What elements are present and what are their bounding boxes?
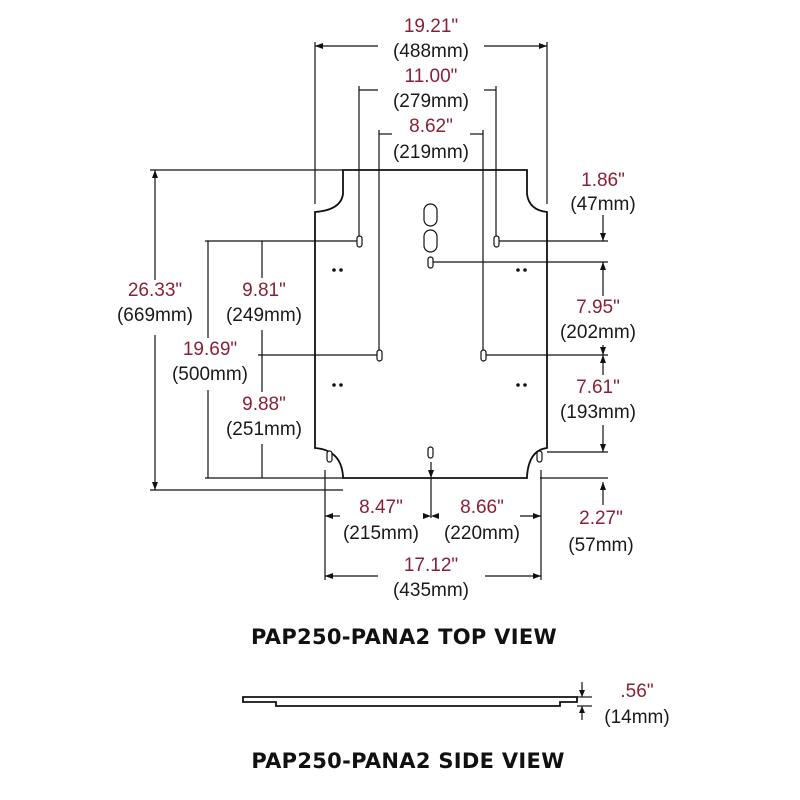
dimension-lines-right — [433, 215, 608, 505]
hole — [523, 268, 527, 272]
mount-slot — [536, 450, 543, 463]
mid-width-mm: (279mm) — [393, 91, 469, 112]
top-view-title: PAP250-PANA2 TOP VIEW — [251, 625, 557, 649]
hole — [523, 383, 527, 387]
thickness-in: .56" — [620, 681, 653, 702]
side-view-title: PAP250-PANA2 SIDE VIEW — [251, 749, 564, 773]
hole-span-lower-mm: (251mm) — [226, 419, 302, 440]
bottom-width-mm: (435mm) — [393, 580, 469, 601]
side-profile — [242, 696, 578, 707]
top-view: 19.21" (488mm) 11.00" (279mm) 8.62" (219… — [117, 16, 636, 649]
dimension-lines-top — [314, 42, 548, 350]
mid-width-in: 11.00" — [405, 66, 458, 87]
mount-slot — [326, 450, 333, 463]
hole — [339, 383, 343, 387]
mount-slot — [480, 349, 487, 362]
right-upper-in: 7.95" — [576, 297, 620, 318]
hole-span-lower-in: 9.88" — [242, 394, 286, 415]
bottom-offset-mm: (57mm) — [568, 535, 633, 556]
mount-slot — [356, 235, 363, 248]
right-lower-mm: (193mm) — [560, 402, 636, 423]
bottom-right-mm: (220mm) — [444, 523, 520, 544]
inner-width-mm: (219mm) — [393, 142, 469, 163]
bottom-left-mm: (215mm) — [343, 523, 419, 544]
hole-span-upper-mm: (249mm) — [226, 305, 302, 326]
hole — [332, 383, 336, 387]
dimension-labels: 19.21" (488mm) 11.00" (279mm) 8.62" (219… — [117, 16, 636, 601]
mount-slot — [493, 235, 500, 248]
thickness-mm: (14mm) — [604, 707, 669, 728]
dimension-lines-bottom — [324, 462, 542, 580]
mount-slot — [427, 446, 434, 459]
center-slot-upper — [423, 203, 438, 227]
overall-width-in: 19.21" — [404, 16, 458, 37]
hole-span-total-in: 19.69" — [183, 339, 237, 360]
bottom-offset-in: 2.27" — [579, 508, 623, 529]
mount-slot — [376, 349, 383, 362]
hole — [516, 268, 520, 272]
overall-width-mm: (488mm) — [393, 41, 469, 62]
top-offset-in: 1.86" — [581, 170, 625, 191]
bottom-left-in: 8.47" — [359, 497, 403, 518]
hole — [516, 383, 520, 387]
bottom-right-in: 8.66" — [460, 497, 504, 518]
bottom-width-in: 17.12" — [404, 555, 458, 576]
inner-width-in: 8.62" — [409, 116, 453, 137]
overall-height-mm: (669mm) — [117, 305, 193, 326]
right-upper-mm: (202mm) — [560, 322, 636, 343]
right-lower-in: 7.61" — [576, 377, 620, 398]
dimension-lines-left — [150, 169, 377, 491]
side-view: .56" (14mm) PAP250-PANA2 SIDE VIEW — [242, 681, 670, 773]
hole-span-upper-in: 9.81" — [242, 280, 286, 301]
plate-outline — [314, 169, 548, 479]
hole — [339, 268, 343, 272]
hole — [332, 268, 336, 272]
overall-height-in: 26.33" — [128, 280, 182, 301]
hole-span-total-mm: (500mm) — [172, 364, 248, 385]
mount-slot — [427, 256, 434, 269]
top-offset-mm: (47mm) — [570, 194, 635, 215]
center-slot-lower — [423, 229, 438, 253]
